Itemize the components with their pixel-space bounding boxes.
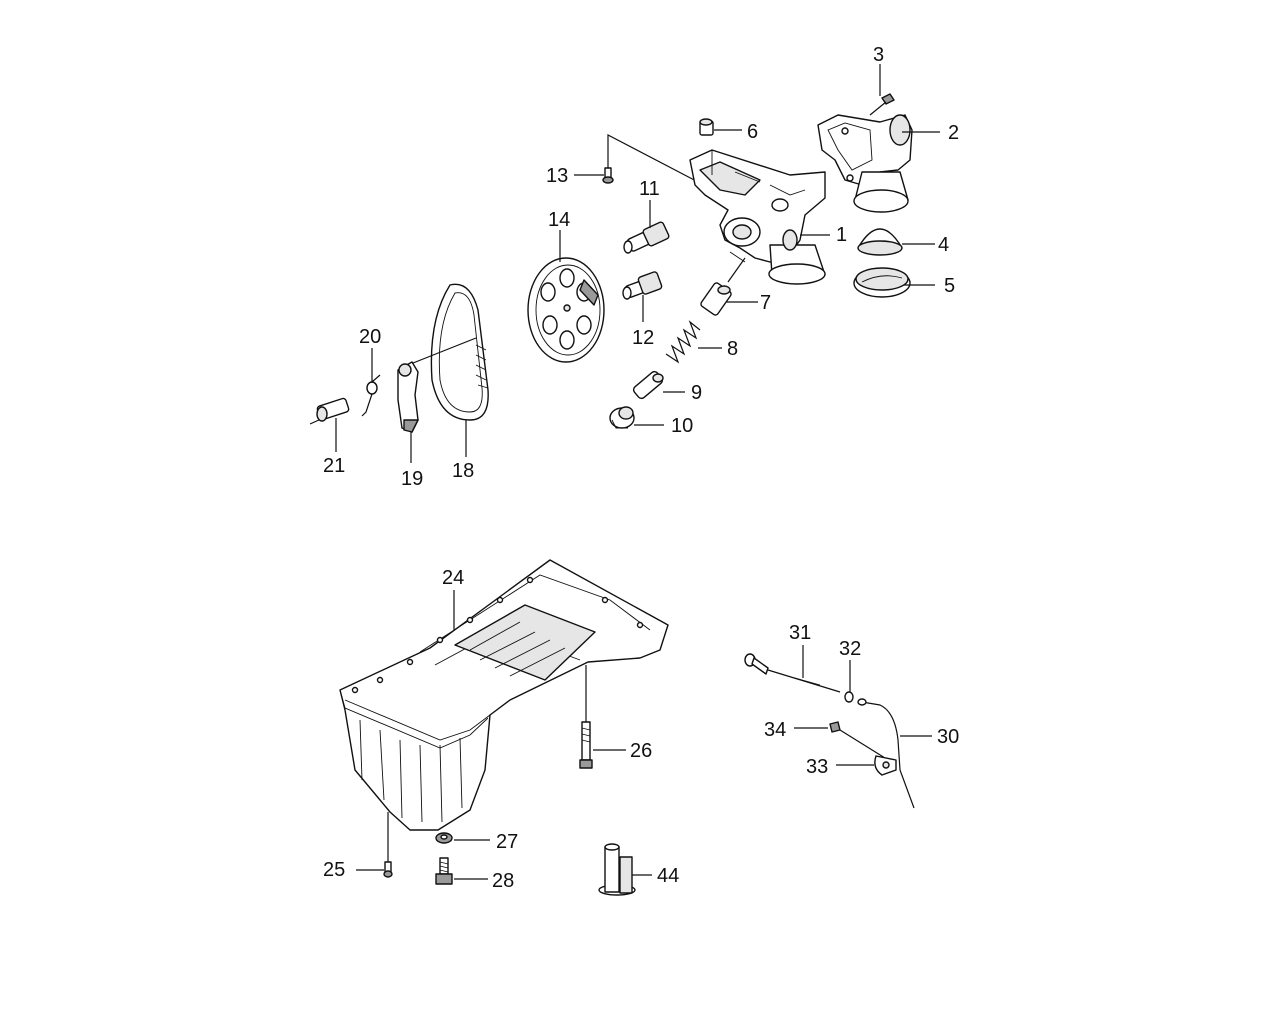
callout-11[interactable]: 11 — [639, 178, 660, 200]
part-34-bolt[interactable] — [829, 721, 886, 759]
part-28-drain-plug[interactable] — [435, 857, 453, 885]
callout-44[interactable]: 44 — [657, 865, 679, 887]
part-20-spring[interactable] — [361, 374, 381, 417]
part-26-bolt[interactable] — [579, 665, 593, 769]
callout-18[interactable]: 18 — [452, 460, 474, 482]
part-33-bracket[interactable] — [874, 755, 897, 776]
part-1-oil-pump-housing[interactable] — [689, 149, 826, 285]
part-25-bolt[interactable] — [383, 812, 393, 878]
callout-10[interactable]: 10 — [671, 415, 693, 437]
callout-6[interactable]: 6 — [747, 121, 758, 143]
part-12-gear-shaft[interactable] — [622, 271, 663, 300]
callout-8[interactable]: 8 — [727, 338, 738, 360]
part-2-filter-housing[interactable] — [817, 114, 913, 213]
part-11-gear-shaft[interactable] — [623, 221, 670, 254]
part-8-spring[interactable] — [665, 320, 701, 364]
part-27-washer[interactable] — [435, 832, 453, 844]
callout-7[interactable]: 7 — [760, 292, 771, 314]
callout-24[interactable]: 24 — [442, 567, 464, 589]
callout-33[interactable]: 33 — [806, 756, 828, 778]
part-10-plug[interactable] — [609, 406, 635, 429]
callout-31[interactable]: 31 — [789, 622, 811, 644]
part-4-cap[interactable] — [857, 228, 903, 256]
callout-5[interactable]: 5 — [944, 275, 955, 297]
part-21-pin[interactable] — [309, 397, 350, 425]
callout-34[interactable]: 34 — [764, 719, 786, 741]
callout-20[interactable]: 20 — [359, 326, 381, 348]
callout-21[interactable]: 21 — [323, 455, 345, 477]
callout-12[interactable]: 12 — [632, 327, 654, 349]
part-3-bolt[interactable] — [869, 93, 895, 116]
callout-4[interactable]: 4 — [938, 234, 949, 256]
part-9-plunger[interactable] — [632, 370, 664, 400]
part-14-sprocket[interactable] — [527, 257, 605, 363]
callout-9[interactable]: 9 — [691, 382, 702, 404]
callout-1[interactable]: 1 — [836, 224, 847, 246]
callout-32[interactable]: 32 — [839, 638, 861, 660]
callout-27[interactable]: 27 — [496, 831, 518, 853]
callout-3[interactable]: 3 — [873, 44, 884, 66]
callout-30[interactable]: 30 — [937, 726, 959, 748]
part-44-sealant[interactable] — [598, 843, 636, 896]
callout-25[interactable]: 25 — [323, 859, 345, 881]
part-32-oring[interactable] — [844, 691, 854, 703]
callout-19[interactable]: 19 — [401, 468, 423, 490]
callout-28[interactable]: 28 — [492, 870, 514, 892]
callout-13[interactable]: 13 — [546, 165, 568, 187]
part-5-seal[interactable] — [853, 267, 911, 298]
callout-14[interactable]: 14 — [548, 209, 570, 231]
part-31-dipstick[interactable] — [744, 653, 841, 693]
leader-lines — [335, 64, 940, 880]
part-13-bolt[interactable] — [602, 134, 701, 184]
callout-2[interactable]: 2 — [948, 122, 959, 144]
part-7-relief-valve[interactable] — [700, 257, 746, 316]
callout-26[interactable]: 26 — [630, 740, 652, 762]
part-6-sleeve[interactable] — [699, 118, 714, 136]
part-18-chain[interactable] — [407, 283, 489, 421]
part-24-oil-pan[interactable] — [339, 559, 669, 831]
part-19-tensioner-arm[interactable] — [397, 361, 419, 433]
part-30-guide-tube[interactable] — [857, 698, 915, 809]
